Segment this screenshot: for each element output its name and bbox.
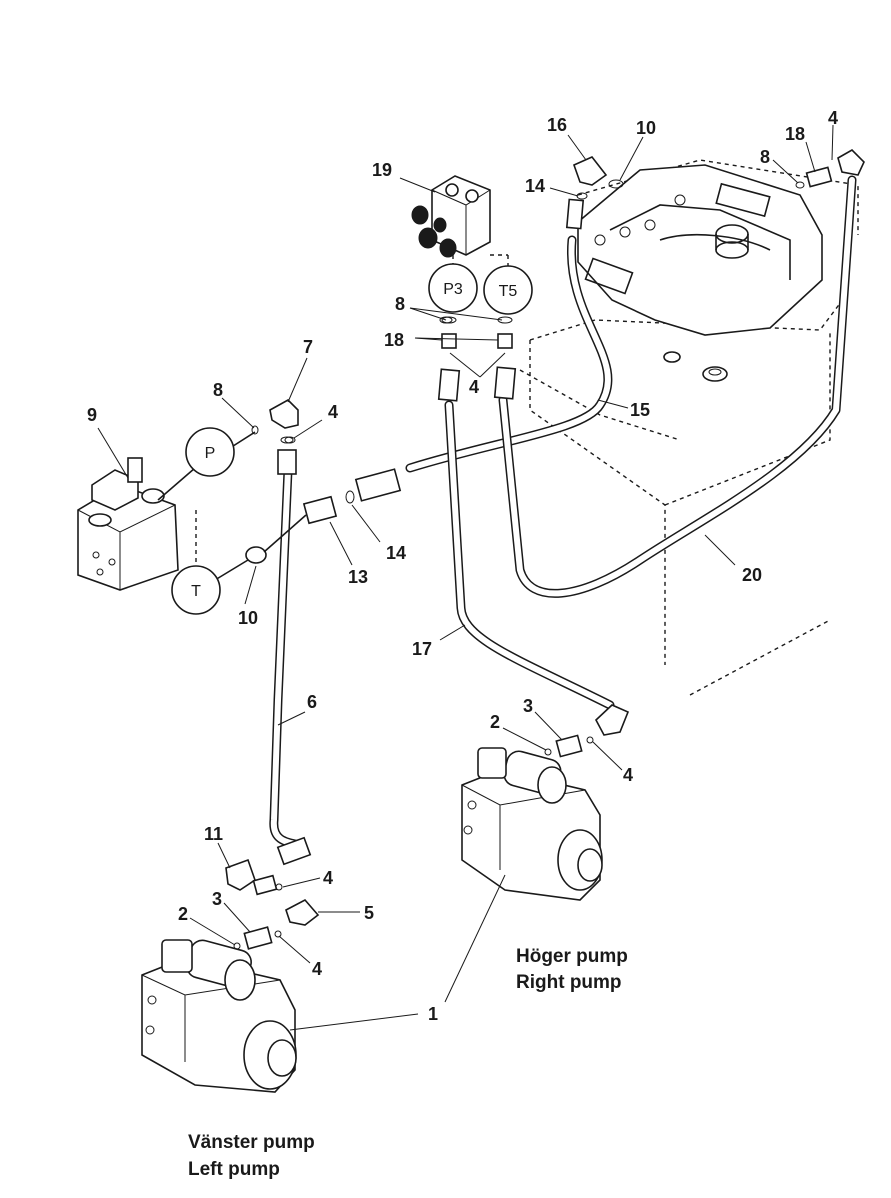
callout-3-right: 3 — [523, 696, 533, 716]
port-p3 — [428, 263, 478, 313]
callout-4-left-lower: 4 — [312, 959, 322, 979]
callout-2-right: 2 — [490, 712, 500, 732]
callout-4-right-pump: 4 — [623, 765, 633, 785]
port-p-label: P — [205, 445, 216, 462]
callout-9: 9 — [87, 405, 97, 425]
callout-3-left: 3 — [212, 889, 222, 909]
callout-labels: 1 2 2 3 3 4 4 4 4 4 4 4 5 6 7 8 8 8 9 10… — [87, 108, 838, 1024]
valve-19 — [411, 175, 491, 258]
callout-16: 16 — [547, 115, 567, 135]
callout-1: 1 — [428, 1004, 438, 1024]
hose-6 — [269, 465, 305, 850]
callout-10-tank: 10 — [636, 118, 656, 138]
callout-14-left: 14 — [386, 543, 406, 563]
caption-right-pump-sv: Höger pump — [516, 946, 628, 967]
port-p — [185, 427, 235, 477]
callout-8-p: 8 — [213, 380, 223, 400]
valve-block-9 — [77, 457, 179, 591]
port-t-label: T — [191, 583, 201, 600]
caption-left-pump-sv: Vänster pump — [188, 1132, 315, 1153]
callout-6: 6 — [307, 692, 317, 712]
callout-18-p3: 18 — [384, 330, 404, 350]
callout-4-top-right: 4 — [828, 108, 838, 128]
leader-lines — [97, 124, 834, 1031]
callout-19: 19 — [372, 160, 392, 180]
hose-20 — [498, 175, 857, 598]
port-t5 — [483, 265, 533, 315]
callout-15: 15 — [630, 400, 650, 420]
callout-14-tank: 14 — [525, 176, 545, 196]
callout-10-t: 10 — [238, 608, 258, 628]
caption-left-pump-en: Left pump — [188, 1159, 280, 1180]
callout-11: 11 — [204, 824, 223, 844]
right-pump — [461, 747, 603, 901]
caption-right-pump-en: Right pump — [516, 972, 622, 993]
port-t5-label: T5 — [499, 283, 518, 300]
hydraulic-tank — [519, 159, 859, 696]
callout-4-p3: 4 — [469, 377, 479, 397]
callout-8-p3: 8 — [395, 294, 405, 314]
callout-2-left: 2 — [178, 904, 188, 924]
port-p3-label: P3 — [443, 281, 463, 298]
callout-5: 5 — [364, 903, 374, 923]
hose-17 — [444, 400, 615, 710]
left-pump — [141, 939, 297, 1093]
callout-4-left-upper: 4 — [323, 868, 333, 888]
callout-13: 13 — [348, 567, 368, 587]
callout-20: 20 — [742, 565, 762, 585]
callout-7: 7 — [303, 337, 313, 357]
callout-4-p: 4 — [328, 402, 338, 422]
callout-18-top-right: 18 — [785, 124, 805, 144]
port-t — [171, 565, 221, 615]
callout-8-top-right: 8 — [760, 147, 770, 167]
o-rings — [245, 179, 805, 938]
callout-17: 17 — [412, 639, 432, 659]
hose-15 — [405, 235, 613, 473]
fittings — [225, 149, 865, 950]
